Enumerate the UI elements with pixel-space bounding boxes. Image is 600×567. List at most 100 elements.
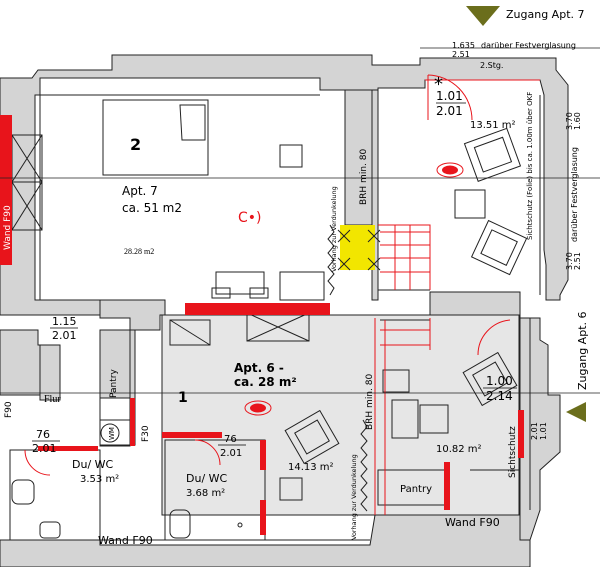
chair-a <box>211 287 231 299</box>
armchair-1i <box>473 136 513 173</box>
room-tr-outline <box>377 90 430 291</box>
text-labels: Zugang Apt. 7 1.635 2.51 darüber Festver… <box>3 8 589 547</box>
red-dwc2-r1 <box>260 440 266 470</box>
wall-left-col <box>39 344 61 401</box>
label-pantry2: Pantry <box>400 484 432 495</box>
toilet-1 <box>11 479 35 505</box>
label-brh2: BRH min. 80 <box>365 374 375 430</box>
linework <box>9 90 541 541</box>
label-sichtschutz: Sichtschutz (Folie) bis ca. 1.00m über O… <box>526 92 534 240</box>
label-flur: Flur <box>44 394 61 405</box>
markers <box>466 6 586 422</box>
label-sichtschutz2: Sichtschutz <box>508 426 518 478</box>
apt7-outline <box>39 95 100 301</box>
label-fest-top-text: darüber Festverglasung <box>481 41 576 50</box>
red-walls <box>0 115 524 535</box>
label-v1: 3.70 <box>565 112 574 130</box>
apt6-floor <box>161 314 520 516</box>
armchair-2 <box>470 219 528 276</box>
label-brh1: BRH min. 80 <box>359 149 369 205</box>
marker-apt6-icon <box>566 402 586 422</box>
label-dwc1-title: Du/ WC <box>72 458 114 471</box>
label-v3: 3.70 <box>565 252 574 270</box>
label-wand-f90-left: Wand F90 <box>3 205 13 250</box>
table-tr <box>454 189 486 219</box>
toilet-2 <box>169 509 191 539</box>
label-door-100-num: 1.00 <box>486 374 513 388</box>
desk <box>215 271 265 295</box>
armchair-2i <box>480 229 518 266</box>
label-door-100-den: 2.14 <box>486 389 513 403</box>
target-1 <box>436 162 464 178</box>
label-dwc1-area: 3.53 m² <box>80 474 119 485</box>
label-door-top-den: 2.01 <box>436 104 463 118</box>
desk-6 <box>391 399 419 439</box>
label-door-76-den: 2.01 <box>32 442 57 455</box>
label-vorhang1: Vorhang zur Verdunkelung <box>330 186 338 272</box>
bed <box>102 99 209 176</box>
label-c-mark: C•) <box>238 210 262 226</box>
red-targets <box>244 162 464 416</box>
label-apt7-title: Apt. 7 <box>122 184 158 198</box>
apt6-floor-fill <box>161 314 520 516</box>
label-wand-f90-bl: Wand F90 <box>98 534 153 547</box>
small-sq <box>382 369 410 393</box>
bed-pillow <box>179 104 206 141</box>
label-door-76-num: 76 <box>36 428 50 441</box>
nightstand-2 <box>279 144 303 168</box>
walls <box>0 54 569 567</box>
label-apt6-title: Apt. 6 - <box>234 361 284 375</box>
curtains <box>327 224 368 512</box>
label-f30: F30 <box>141 425 151 442</box>
label-area-small: 28.28 m2 <box>124 247 154 256</box>
tbl-6b <box>419 404 449 434</box>
label-apt6-area: ca. 28 m² <box>234 375 297 389</box>
label-door-115-num: 1.15 <box>52 315 77 328</box>
armchair-3 <box>284 409 340 465</box>
label-wand-f90-bottom: Wand F90 <box>445 516 500 529</box>
wall-top-left <box>0 54 569 316</box>
table-6 <box>279 477 303 501</box>
armchair-1 <box>463 127 522 182</box>
label-pantry1: Pantry <box>109 369 119 398</box>
nightstand-1 <box>279 144 303 168</box>
red-pantry <box>444 462 450 510</box>
yellow-block <box>337 225 381 271</box>
desk-2 <box>279 271 325 301</box>
label-v5: 2.01 <box>530 422 539 440</box>
label-v2: 1.60 <box>573 112 582 130</box>
label-area-1413: 14.13 m² <box>288 462 334 473</box>
label-star: * <box>434 74 443 95</box>
chair-b <box>249 287 269 299</box>
sink-1 <box>39 521 61 539</box>
label-zugang7: Zugang Apt. 7 <box>506 8 585 21</box>
chair-6 <box>462 351 518 407</box>
label-room2: 2 <box>130 135 141 154</box>
label-dwc2-area: 3.68 m² <box>186 488 225 499</box>
target-2 <box>244 400 272 416</box>
label-fest-top-num: 1.635 <box>452 41 475 50</box>
stairs-red <box>24 74 540 515</box>
wall-mid-block <box>99 299 166 331</box>
wall-bottom <box>0 514 531 567</box>
label-door-76b-den: 2.01 <box>220 448 242 459</box>
label-dwc2-title: Du/ WC <box>186 472 228 485</box>
label-fest-top-den: 2.51 <box>452 50 470 59</box>
label-area-1082: 10.82 m² <box>436 444 482 455</box>
drain-2 <box>237 522 243 528</box>
label-v4: 2.51 <box>573 252 582 270</box>
label-stg: 2.Stg. <box>480 61 503 70</box>
label-fest-side: darüber Festverglasung <box>570 147 579 242</box>
armchair-3i <box>294 419 330 455</box>
wm-circle <box>100 423 120 443</box>
wall-stair-right <box>429 291 521 319</box>
pantry-1-box <box>99 329 131 446</box>
label-zugang6: Zugang Apt. 6 <box>576 312 589 391</box>
label-door-115-den: 2.01 <box>52 329 77 342</box>
label-vorhang2: Vorhang zur Verdunkelung <box>350 454 358 540</box>
red-dwc2-top <box>162 432 222 438</box>
label-wm: WM <box>108 427 116 440</box>
label-num-1: 1 <box>178 390 188 406</box>
